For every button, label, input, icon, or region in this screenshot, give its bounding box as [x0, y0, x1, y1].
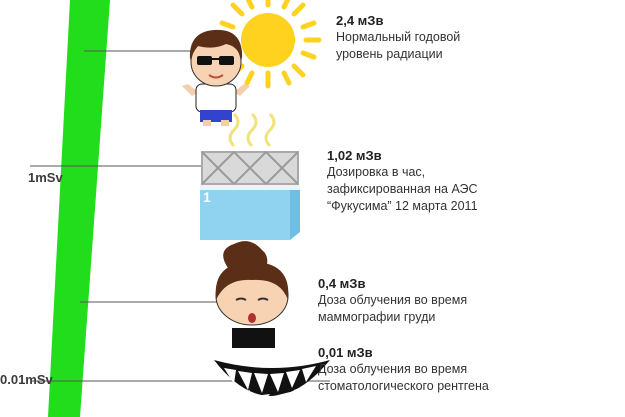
desc-line: стоматологического рентгена [318, 379, 489, 393]
woman-icon [215, 241, 289, 348]
dose-value: 1,02 мЗв [327, 148, 382, 163]
annotation-fukushima: 1,02 мЗв Дозировка в час, зафиксированна… [327, 148, 478, 215]
dose-description: Дозировка в час, зафиксированная на АЭС … [327, 164, 478, 215]
boy-with-sunglasses-icon [182, 29, 250, 126]
desc-line: Доза облучения во время [318, 362, 468, 376]
tick-label-0-01msv: 0.01mSv [0, 372, 53, 387]
dose-description: Доза облучения во время маммографии груд… [318, 292, 467, 326]
dose-description: Доза облучения во время стоматологическо… [318, 361, 489, 395]
dose-value: 0,4 мЗв [318, 276, 366, 291]
censor-bar [232, 328, 275, 348]
annotation-dental-xray: 0,01 мЗв Доза облучения во время стомато… [318, 345, 489, 395]
smile-teeth-icon [214, 360, 330, 404]
svg-text:1: 1 [203, 189, 211, 205]
annotation-mammography: 0,4 мЗв Доза облучения во время маммогра… [318, 276, 467, 326]
dose-value: 2,4 мЗв [336, 13, 384, 28]
desc-line: Доза облучения во время [318, 293, 468, 307]
dose-description: Нормальный годовой уровень радиации [336, 29, 460, 63]
desc-line: маммографии груди [318, 310, 436, 324]
nuclear-plant-pool-icon: 1 [200, 112, 300, 240]
desc-line: Нормальный годовой [336, 30, 461, 44]
annotation-normal-annual: 2,4 мЗв Нормальный годовой уровень радиа… [336, 13, 460, 63]
tick-label-1msv: 1mSv [28, 170, 63, 185]
desc-line: “Фукусима” 12 марта 2011 [327, 199, 478, 213]
desc-line: Дозировка в час, [327, 165, 426, 179]
desc-line: зафиксированная на АЭС [327, 182, 478, 196]
dose-scale-bar [48, 0, 110, 417]
desc-line: уровень радиации [336, 47, 443, 61]
dose-value: 0,01 мЗв [318, 345, 373, 360]
